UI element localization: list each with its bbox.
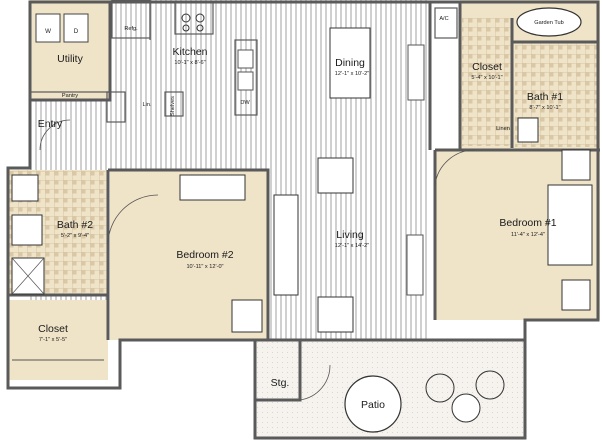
washer-label: W (45, 28, 51, 35)
patio-table (344, 375, 402, 433)
sink-icon (237, 71, 254, 91)
bedroom2-label: Bedroom #2 (176, 249, 233, 261)
burner-icon (196, 24, 204, 32)
closet2-floor (8, 300, 108, 380)
bed-icon (547, 184, 593, 266)
shelves-label: Shelves (170, 96, 176, 116)
dining-table (329, 27, 371, 99)
ac-label: A/C (439, 16, 448, 22)
bath2-toilet-icon (11, 174, 39, 202)
dining-label: Dining (335, 57, 365, 69)
patio-chair-icon (475, 370, 505, 400)
refrigerator-label: Refg. (124, 26, 138, 32)
dryer-label: D (74, 28, 79, 35)
living-dims: 12'-1" x 14'-2" (335, 243, 369, 249)
nightstand-icon (561, 279, 591, 311)
nightstand-icon (231, 299, 263, 333)
armchair-icon (317, 157, 354, 194)
linen-label: Lin. (142, 102, 151, 108)
closet-master-label: Closet (472, 61, 502, 73)
dryer (63, 13, 89, 43)
entry-label: Entry (38, 118, 63, 130)
closet2-dims: 7'-1" x 5'-5" (39, 337, 67, 343)
armchair-icon (317, 296, 354, 333)
linen-master-label: Linen (496, 126, 510, 132)
bedroom1-dims: 11'-4" x 12'-4" (511, 232, 545, 238)
kitchen-label: Kitchen (172, 46, 207, 58)
burner-icon (182, 24, 190, 32)
patio-label: Patio (361, 399, 385, 411)
bath2-dims: 5'-2" x 9'-4" (61, 233, 89, 239)
closet2-label: Closet (38, 323, 68, 335)
bath2-sink-icon (11, 214, 43, 246)
sink-icon (237, 49, 254, 69)
media-console (406, 234, 424, 296)
utility-label: Utility (57, 53, 83, 65)
patio-side-table (451, 393, 481, 423)
bedroom2-dresser (179, 174, 246, 201)
bath1-dims: 8'-7" x 10'-1" (529, 105, 560, 111)
living-label: Living (336, 229, 364, 241)
patio-door-swing (299, 364, 331, 401)
dishwasher-label: DW (240, 100, 250, 106)
walls (6, 0, 600, 440)
patio-chair-icon (425, 373, 455, 403)
dining-dims: 12'-1" x 10'-2" (335, 71, 369, 77)
bedroom1-label: Bedroom #1 (499, 217, 556, 229)
bedroom2-door-swing (107, 194, 159, 246)
pantry-label: Pantry (62, 93, 78, 99)
bath2-label: Bath #2 (57, 219, 93, 231)
bedroom1-door-swing (434, 149, 476, 186)
closet-master-dims: 5'-4" x 10'-1" (471, 75, 502, 81)
nightstand-icon (561, 149, 591, 181)
burner-icon (195, 13, 205, 23)
washer (35, 13, 61, 43)
bedroom2-dims: 10'-11" x 12'-0" (186, 264, 223, 270)
kitchen-dims: 10'-1" x 8'-6" (174, 60, 205, 66)
storage-label: Stg. (271, 377, 290, 389)
toilet-icon (517, 117, 539, 143)
sofa-icon (273, 194, 299, 296)
shower-cross (11, 257, 45, 295)
garden-tub-label: Garden Tub (534, 20, 564, 26)
inner-thin-walls (29, 0, 458, 123)
garden-tub (516, 7, 582, 37)
entry-door-swing (39, 119, 71, 151)
burner-icon (181, 13, 191, 23)
dining-sideboard (407, 44, 425, 101)
bath1-label: Bath #1 (527, 91, 563, 103)
closet-master-tile (462, 18, 512, 146)
